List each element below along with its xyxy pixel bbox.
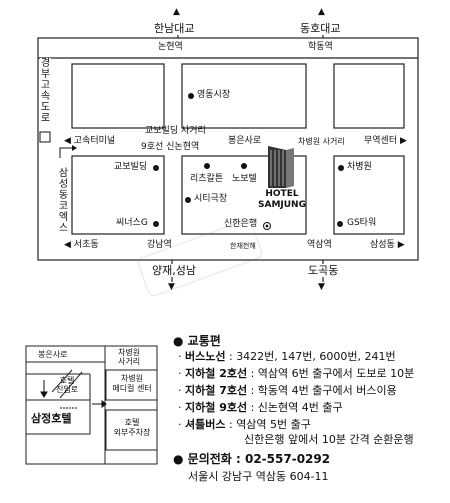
label-cinus-g: 씨너스G [116, 218, 148, 228]
inset-label-bongeunsa-ro: 봉은사로 [38, 350, 68, 359]
label-hannam-bridge: 한남대교 [152, 22, 197, 35]
line7-row: · 지하철 7호선 : 학동역 4번 출구에서 버스이용 [178, 384, 397, 397]
label-hakdong-station: 학동역 [308, 42, 333, 52]
line9-row: · 지하철 9호선 : 신논현역 4번 출구 [178, 401, 343, 414]
label-shinhan-bank: 신한은행 [224, 219, 258, 229]
label-hotel-samjung: HOTEL SAMJUNG [258, 189, 306, 210]
east-arrow-icon: ▶ [397, 136, 407, 146]
label-trade-center: 무역센터 ▶ [364, 136, 407, 146]
west-arrow-icon: ◀ [64, 136, 74, 146]
bullet-icon: ● [173, 334, 188, 348]
label-dogok-dong: 도곡동 [306, 264, 341, 277]
label-yeoksam-station: 역삼역 [307, 240, 332, 250]
label-bongeunsa-ro: 봉은사로 [228, 136, 262, 146]
inset-label-hotel-parking: 호텔 외부주차장 [113, 418, 151, 437]
label-kyobo-building: 교보빌딩 [114, 162, 148, 172]
inset-label-hotel-name: 삼정호텔 [31, 412, 72, 425]
bullet-icon: ● [173, 452, 188, 466]
west-arrow-icon: ◀ [64, 240, 74, 250]
label-kyobo-intersection: 교보빌딩 사거리 [145, 126, 206, 136]
south-arrow-icon: ▼ [318, 282, 325, 292]
label-gyeongbu-expressway: 경부고속도로 [40, 58, 51, 124]
label-dongho-bridge: 동호대교 [298, 22, 343, 35]
label-small-annotation: 한재헌해 [230, 242, 256, 250]
address-row: 서울시 강남구 역삼동 604-11 [188, 470, 329, 483]
label-yangjae-seongnam: 양재,성남 [150, 264, 198, 277]
hotel-building-graphic [268, 146, 294, 188]
bus-row: · 버스노선 : 3422번, 147번, 6000번, 241번 [178, 350, 396, 363]
label-novotel: 노보텔 [232, 174, 257, 184]
shuttle-row-2: 신한은행 앞에서 10분 간격 순환운행 [244, 433, 414, 446]
label-gs-tower: GS타워 [347, 218, 377, 228]
inset-label-hotel-entrance: 호텔 진입로 [56, 376, 79, 394]
label-yeongdong-market: 영동시장 [197, 90, 231, 100]
label-city-theater: 시티극장 [194, 194, 228, 204]
label-ritz-carlton: 리츠칼튼 [190, 174, 224, 184]
inset-label-cha-intersection: 차병원 사거리 [118, 348, 141, 366]
label-cha-intersection: 차병원 사거리 [298, 137, 345, 146]
north-arrow-icon: ▲ [173, 7, 180, 17]
label-cha-hospital: 차병원 [347, 162, 372, 172]
transport-title: ● 교통편 [173, 334, 221, 348]
east-arrow-icon: ▶ [394, 240, 405, 250]
inset-label-cha-medical-center: 차병원 메디컬 센터 [112, 374, 152, 393]
line2-row: · 지하철 2호선 : 역삼역 6번 출구에서 도보로 10분 [178, 367, 415, 380]
shuttle-row: · 셔틀버스 : 역삼역 5번 출구 [178, 418, 311, 431]
south-arrow-icon: ▼ [168, 282, 175, 292]
north-arrow-icon: ▲ [318, 7, 325, 17]
label-seocho-dong: ◀ 서초동 [64, 240, 99, 250]
label-line9-sinnonhyeon: 9호선 신논현역 [141, 142, 200, 152]
phone-row: ● 문의전화 : 02-557-0292 [173, 452, 331, 466]
label-nonhyeon-station: 논현역 [158, 42, 183, 52]
label-samseong-dong: 삼성동 ▶ [370, 240, 405, 250]
label-gangnam-station: 강남역 [147, 240, 172, 250]
label-express-terminal: ◀ 고속터미널 [64, 136, 116, 146]
label-samseong-coex: 삼성동코엑스 [58, 168, 69, 234]
